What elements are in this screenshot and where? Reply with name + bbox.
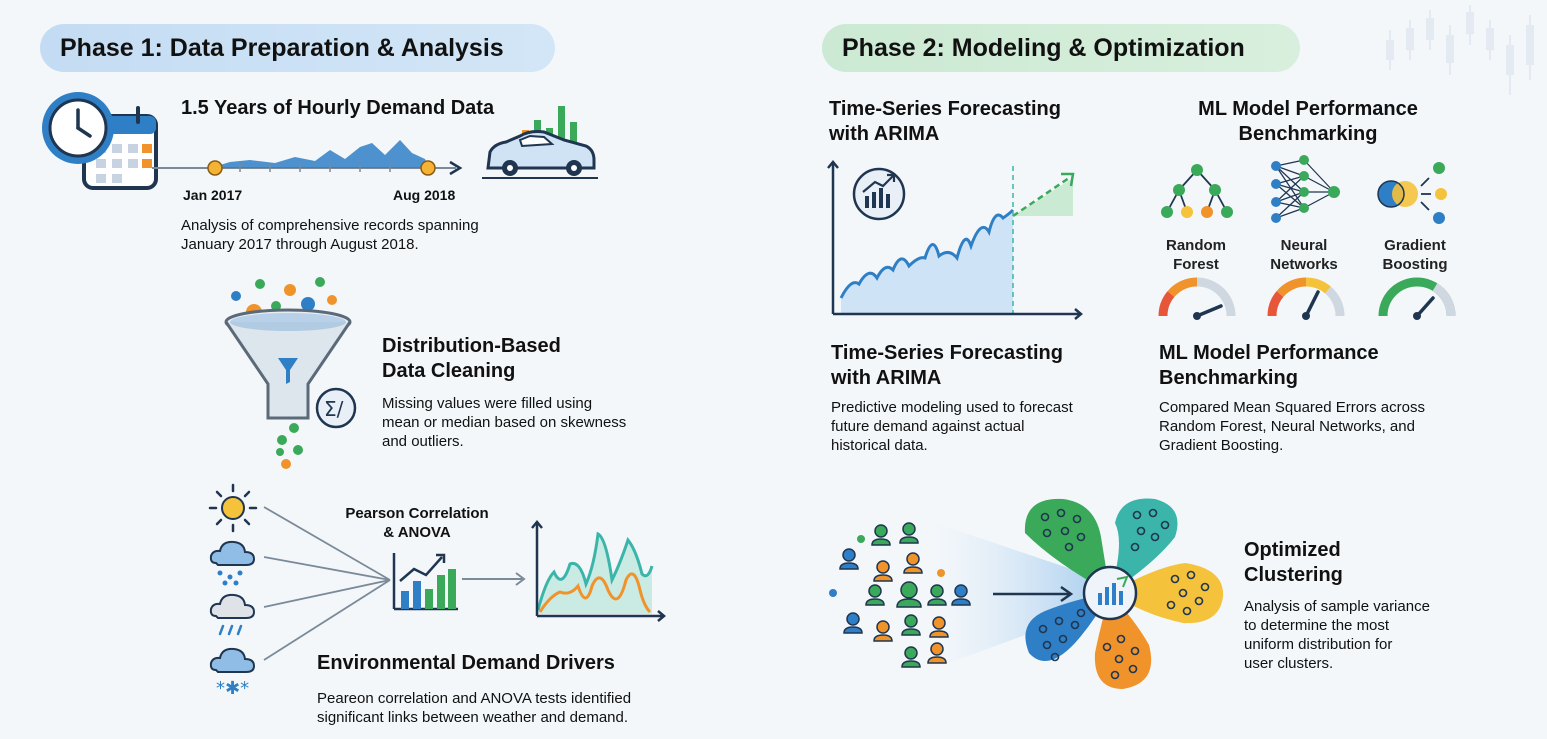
cleaning-title-1: Distribution-Based bbox=[382, 335, 561, 357]
random-forest-tree-icon bbox=[1161, 164, 1233, 218]
arima-desc-3: historical data. bbox=[831, 437, 928, 454]
arima-desc-2: future demand against actual bbox=[831, 418, 1025, 435]
neural-network-icon bbox=[1271, 155, 1340, 223]
clustering-desc-4: user clusters. bbox=[1244, 655, 1334, 672]
arrow-right-icon bbox=[462, 572, 526, 586]
cleaning-desc-3: and outliers. bbox=[382, 433, 464, 450]
gauge-icon-rf bbox=[1158, 277, 1236, 320]
ml-desc-1: Compared Mean Squared Errors across bbox=[1159, 399, 1425, 416]
ml-icon-title-1: ML Model Performance bbox=[1198, 98, 1418, 120]
drivers-title: Environmental Demand Drivers bbox=[317, 652, 615, 674]
car-bar-chart-icon bbox=[482, 106, 598, 179]
clustering-desc-1: Analysis of sample variance bbox=[1244, 598, 1430, 615]
timeline-end-label: Aug 2018 bbox=[393, 187, 456, 203]
weather-connector-lines bbox=[263, 506, 391, 661]
cleaning-desc-2: mean or median based on skewness bbox=[382, 414, 627, 431]
clustering-desc-3: uniform distribution for bbox=[1244, 636, 1393, 653]
model-label-rf-1: Random bbox=[1166, 237, 1226, 254]
timeline-start-label: Jan 2017 bbox=[183, 187, 243, 203]
svg-text:*✱*: *✱* bbox=[216, 678, 249, 699]
gauge-icon-nn bbox=[1267, 277, 1345, 320]
cleaning-desc-1: Missing values were filled using bbox=[382, 395, 593, 412]
demand-wave-chart bbox=[531, 520, 666, 622]
drizzle-cloud-icon bbox=[209, 593, 256, 636]
timeline-desc-2: January 2017 through August 2018. bbox=[181, 236, 419, 253]
model-label-gb-2: Boosting bbox=[1382, 256, 1448, 273]
clustering-desc-2: to determine the most bbox=[1244, 617, 1390, 634]
timeline-desc-1: Analysis of comprehensive records spanni… bbox=[181, 217, 479, 234]
timeline-title: 1.5 Years of Hourly Demand Data bbox=[181, 97, 495, 119]
method-label-1: Pearson Correlation bbox=[345, 505, 489, 522]
svg-text:Σ/: Σ/ bbox=[324, 397, 344, 421]
arima-title-2: with ARIMA bbox=[831, 367, 942, 389]
rain-cloud-icon bbox=[209, 540, 256, 586]
ml-title-2: Benchmarking bbox=[1159, 367, 1298, 389]
model-label-nn-1: Neural bbox=[1280, 237, 1328, 254]
model-label-rf-2: Forest bbox=[1173, 256, 1219, 273]
gradient-boosting-icon bbox=[1377, 162, 1447, 224]
arima-icon-title-1: Time-Series Forecasting bbox=[829, 98, 1061, 120]
clock-calendar-icon bbox=[42, 92, 158, 190]
phase-2-header: Phase 2: Modeling & Optimization bbox=[822, 24, 1300, 72]
clustering-title-2: Clustering bbox=[1244, 564, 1343, 586]
arima-desc-1: Predictive modeling used to forecast bbox=[831, 399, 1073, 416]
background-candlestick-decoration bbox=[1386, 5, 1534, 95]
model-label-nn-2: Networks bbox=[1270, 256, 1338, 273]
phase-1-header: Phase 1: Data Preparation & Analysis bbox=[40, 24, 555, 72]
user-clustering-diagram bbox=[829, 498, 1224, 689]
ml-desc-3: Gradient Boosting. bbox=[1159, 437, 1284, 454]
funnel-filter-icon: Σ/ bbox=[224, 277, 357, 469]
cleaning-title-2: Data Cleaning bbox=[382, 360, 516, 382]
arima-icon-title-2: with ARIMA bbox=[829, 123, 940, 145]
correlation-bar-icon bbox=[392, 553, 458, 611]
arima-forecast-chart bbox=[827, 160, 1083, 320]
method-label-2: & ANOVA bbox=[383, 524, 451, 541]
timeline-chart bbox=[152, 140, 463, 176]
ml-title-1: ML Model Performance bbox=[1159, 342, 1379, 364]
arima-title-1: Time-Series Forecasting bbox=[831, 342, 1063, 364]
sun-icon bbox=[208, 483, 258, 533]
ml-icon-title-2: Benchmarking bbox=[1238, 123, 1378, 145]
snow-cloud-icon: *✱* bbox=[209, 647, 256, 699]
gauge-icon-gb bbox=[1378, 277, 1456, 320]
clustering-title-1: Optimized bbox=[1244, 539, 1341, 561]
drivers-desc-2: significant links between weather and de… bbox=[317, 709, 629, 726]
ml-desc-2: Random Forest, Neural Networks, and bbox=[1159, 418, 1415, 435]
drivers-desc-1: Peareon correlation and ANOVA tests iden… bbox=[317, 690, 632, 707]
model-label-gb-1: Gradient bbox=[1384, 237, 1446, 254]
